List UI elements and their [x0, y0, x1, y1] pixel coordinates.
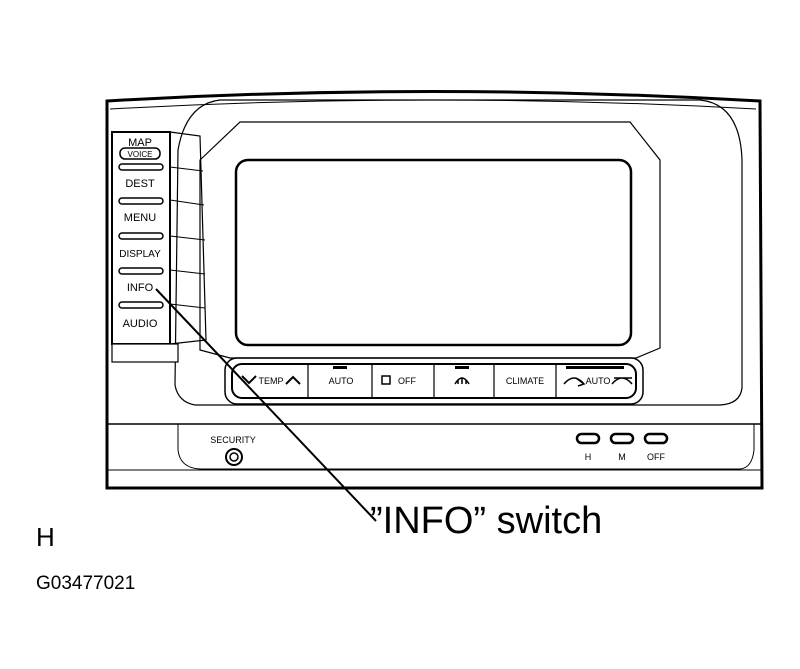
audio-button-label: AUDIO: [123, 318, 158, 330]
auto-label: AUTO: [329, 376, 354, 386]
figure-id: G03477021: [36, 573, 136, 594]
menu-button-label: MENU: [124, 212, 156, 224]
lower-bezel: [177, 424, 755, 470]
display-button-label: DISPLAY: [119, 249, 161, 260]
temp-up-icon: [285, 375, 301, 385]
voice-button-label: VOICE: [128, 150, 153, 159]
map-button-label: MAP: [128, 137, 152, 149]
security-indicator: [225, 448, 243, 466]
seat-heater-switches: [575, 432, 669, 445]
temp-down-icon: [241, 375, 257, 385]
voice-pill: [119, 147, 161, 160]
left-button-labels: MAP VOICE DEST MENU DISPLAY INFO AUDIO: [119, 137, 161, 330]
seat-heater-mid-label: M: [618, 452, 626, 462]
corner-letter: H: [36, 522, 55, 552]
climate-control-bar: [224, 357, 644, 405]
screen-bezel: [174, 99, 743, 406]
left-button-panel: [111, 131, 207, 363]
climate-label: CLIMATE: [506, 376, 544, 386]
climate-labels: TEMP AUTO OFF CLIMATE AUTO: [241, 375, 633, 387]
defrost-icon: [454, 377, 470, 385]
seat-heater-labels: H M OFF: [585, 452, 666, 462]
seat-heater-off-label: OFF: [647, 452, 665, 462]
off-label: OFF: [398, 376, 416, 386]
seat-heater-high-label: H: [585, 452, 592, 462]
lcd-screen: [234, 158, 633, 347]
unit-housing: [105, 90, 764, 490]
info-button-label: INFO: [127, 282, 154, 294]
recirculate-icon: [563, 377, 586, 387]
security-label: SECURITY: [210, 435, 256, 445]
auto-right-label: AUTO: [586, 376, 611, 386]
temp-label: TEMP: [258, 376, 283, 386]
fresh-air-icon: [611, 377, 633, 385]
dest-button-label: DEST: [125, 178, 155, 190]
callout-leader-line: [155, 288, 377, 522]
info-switch-callout: ”INFO” switch: [370, 500, 603, 542]
fan-icon: [381, 375, 391, 385]
climate-indicators: [333, 366, 624, 369]
button-separators: [118, 163, 164, 309]
